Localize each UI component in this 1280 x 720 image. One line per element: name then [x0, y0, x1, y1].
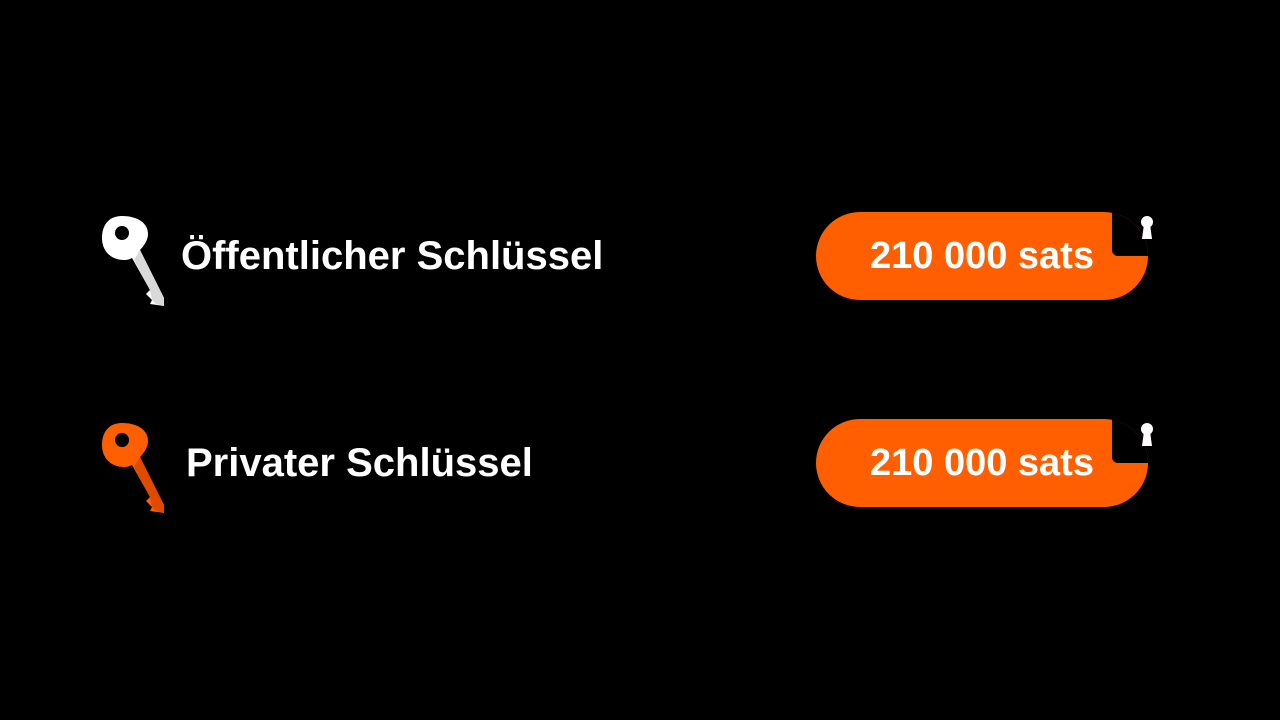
amount-text: 210 000 sats: [870, 235, 1094, 277]
amount-text: 210 000 sats: [870, 442, 1094, 484]
private-key-label: Privater Schlüssel: [186, 441, 533, 485]
keyhole-icon: [1141, 216, 1153, 239]
public-key-label: Öffentlicher Schlüssel: [181, 234, 604, 278]
private-key-row: Privater Schlüssel 210 000 sats: [0, 413, 1280, 513]
key-icon: [102, 216, 164, 306]
public-key-row: Öffentlicher Schlüssel 210 000 sats: [0, 206, 1280, 306]
keyhole-icon: [1141, 423, 1153, 446]
key-icon: [102, 423, 164, 513]
amount-badge: 210 000 sats: [816, 212, 1148, 300]
amount-badge: 210 000 sats: [816, 419, 1148, 507]
